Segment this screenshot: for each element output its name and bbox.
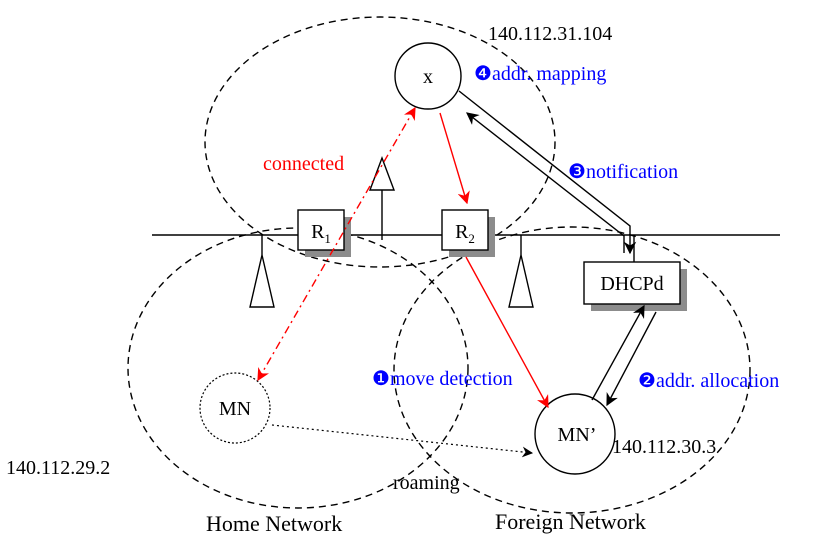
step-3-text: notification <box>586 161 678 183</box>
step-move-detection: ❶move detection <box>372 368 513 390</box>
step-notification: ❸notification <box>568 161 678 183</box>
dhcp-request-arrow <box>591 304 645 401</box>
dhcp-server: DHCPd <box>583 261 687 311</box>
move-detection-arrow <box>465 256 549 409</box>
roaming-arrow <box>271 424 534 458</box>
router-r2-label: R <box>455 221 469 243</box>
mn-prime-label: MN’ <box>558 424 597 446</box>
connected-label: connected <box>263 153 344 175</box>
mobile-node-home: MN <box>199 372 271 444</box>
foreign-network-label: Foreign Network <box>495 509 646 534</box>
home-network-label: Home Network <box>206 511 342 536</box>
router-r1-subscript: 1 <box>324 231 331 246</box>
step-1-number: ❶ <box>372 368 390 390</box>
svg-text:R2: R2 <box>455 221 475 246</box>
mobile-node-foreign: MN’ <box>534 393 616 475</box>
step-addr-allocation: ❷addr. allocation <box>638 370 779 392</box>
connected-arrow <box>257 106 416 382</box>
step-3-number: ❸ <box>568 161 586 183</box>
step-1-text: move detection <box>390 368 513 390</box>
addr-allocation-arrow <box>606 311 657 407</box>
home-address: 140.112.29.2 <box>6 457 110 479</box>
step-4-text: addr. mapping <box>492 63 606 85</box>
step-addr-mapping: ❹addr. mapping <box>474 63 606 85</box>
step-2-number: ❷ <box>638 370 656 392</box>
step-4-number: ❹ <box>474 63 492 85</box>
core-network-region <box>204 16 556 268</box>
x-to-r2-arrow <box>439 112 470 205</box>
home-antenna-icon <box>249 235 275 308</box>
router-r2-subscript: 2 <box>468 231 475 246</box>
foreign-address: 140.112.30.3 <box>612 436 716 458</box>
notification-arrow-in <box>458 90 637 255</box>
x-address: 140.112.31.104 <box>488 23 612 45</box>
correspondent-node-x: x <box>394 42 462 110</box>
home-network-region <box>127 227 469 509</box>
router-r1-label: R <box>311 221 325 243</box>
foreign-antenna-icon <box>508 235 534 308</box>
dhcp-label: DHCPd <box>600 273 663 295</box>
step-2-text: addr. allocation <box>656 370 779 392</box>
node-x-label: x <box>423 66 433 88</box>
roaming-label: roaming <box>393 472 460 494</box>
router-r2: R2 <box>441 209 495 257</box>
core-antenna-icon <box>368 156 396 240</box>
mn-label: MN <box>219 398 251 420</box>
